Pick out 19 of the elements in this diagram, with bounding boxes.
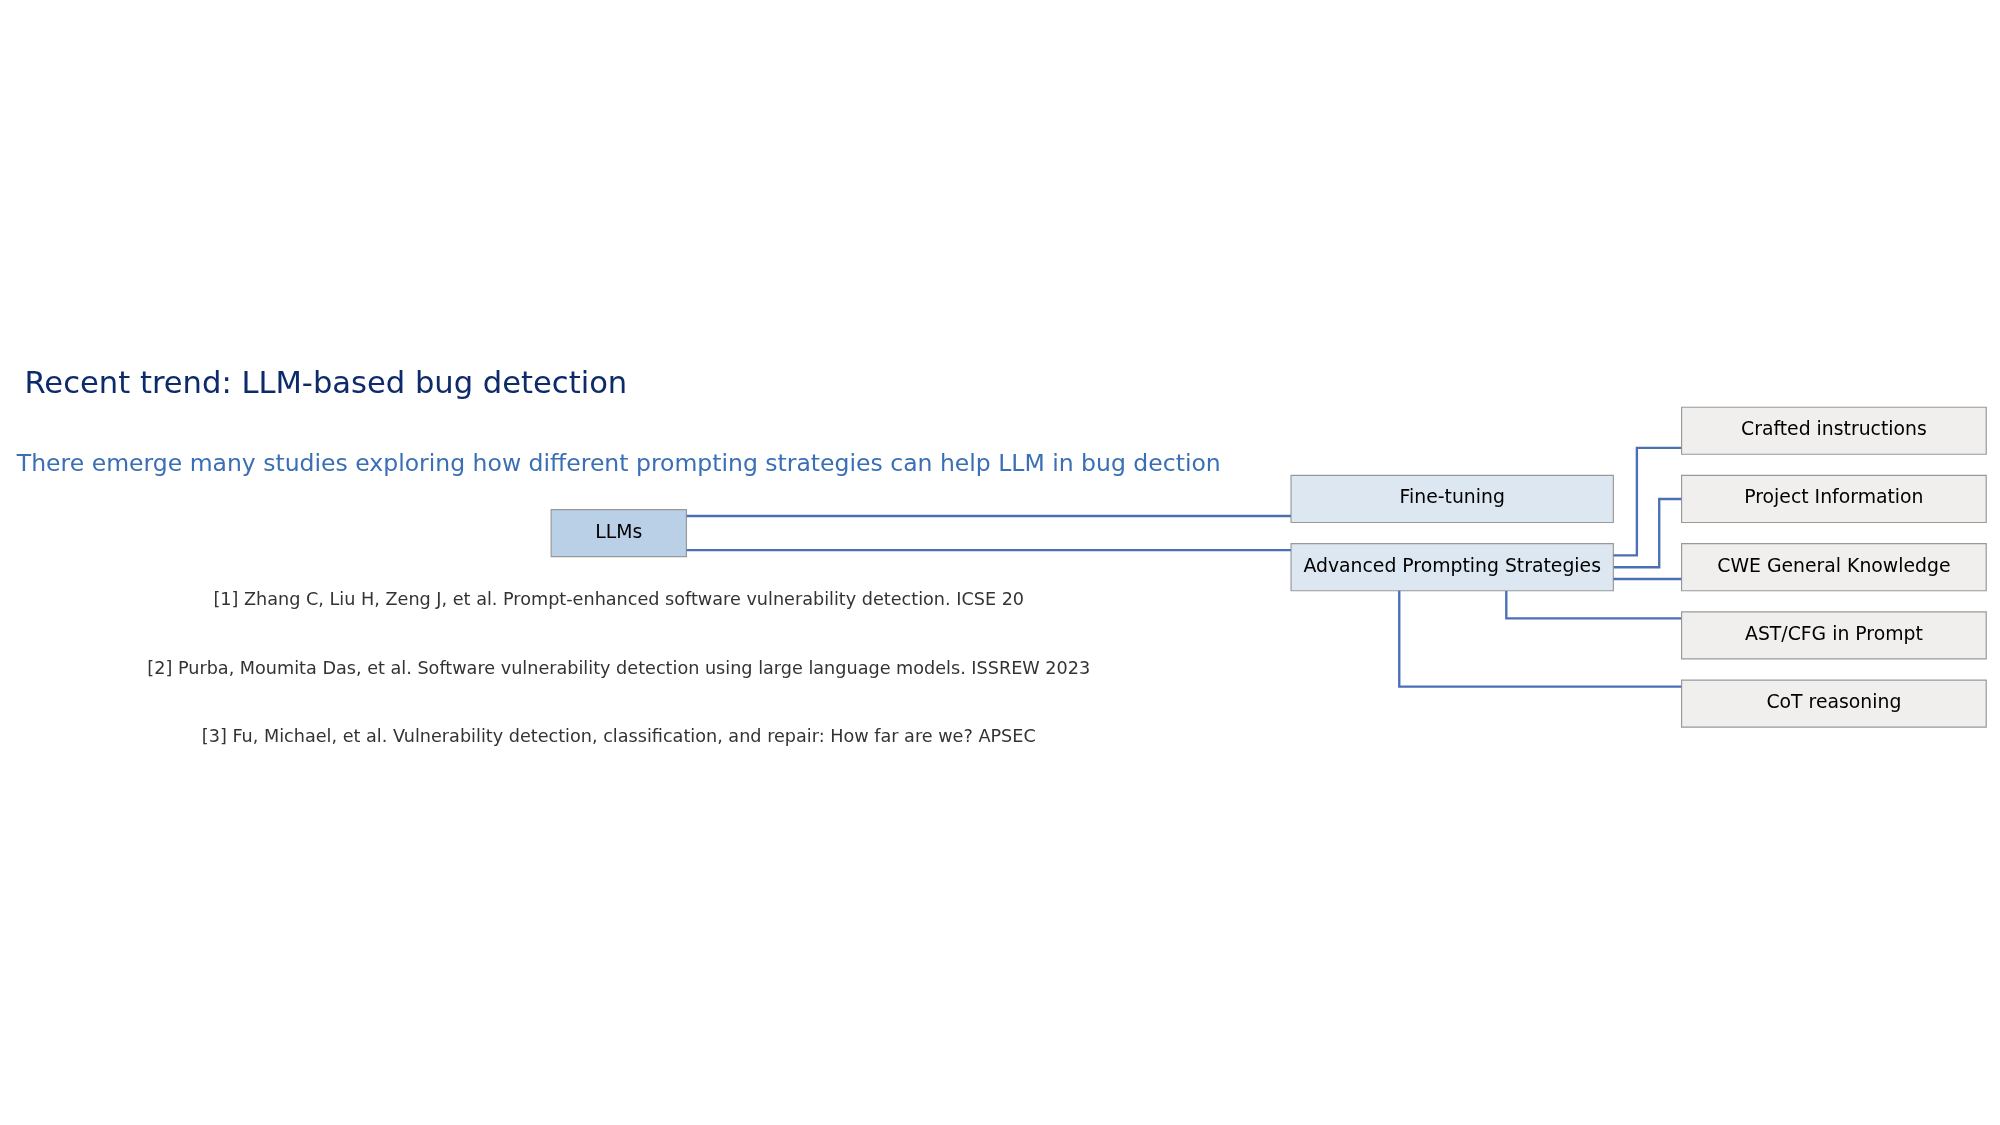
connector	[1613, 577, 1681, 581]
connector	[686, 548, 1291, 552]
connector	[1613, 446, 1681, 557]
connector	[686, 514, 1291, 518]
node-box: AST/CFG in Prompt	[1680, 611, 1987, 660]
label: [1] Zhang C, Liu H, Zeng J, et al. Prompt-enhanced software vulnerability detection. ICSE 20	[212, 589, 1024, 610]
node-box: Fine-tuning	[1289, 474, 1614, 524]
diagram-title: Recent trend: LLM-based bug detection	[24, 364, 627, 400]
node-box: Crafted instructions	[1680, 406, 1987, 455]
label: [2] Purba, Moumita Das, et al. Software vulnerability detection using large language models. ISSREW 2023	[146, 657, 1090, 678]
node-box: LLMs	[550, 509, 687, 558]
node-box: Project Information	[1680, 474, 1987, 524]
connector	[1613, 497, 1681, 569]
label: There emerge many studies exploring how different prompting strategies can help LLM in bug dection	[16, 448, 1221, 477]
label: [3] Fu, Michael, et al. Vulnerability detection, classification, and repair: How far are we? APSEC	[201, 725, 1036, 746]
node-box: CoT reasoning	[1680, 679, 1987, 728]
node-box: Advanced Prompting Strategies	[1289, 543, 1614, 592]
connector	[1397, 590, 1681, 688]
node-box: CWE General Knowledge	[1680, 543, 1987, 592]
